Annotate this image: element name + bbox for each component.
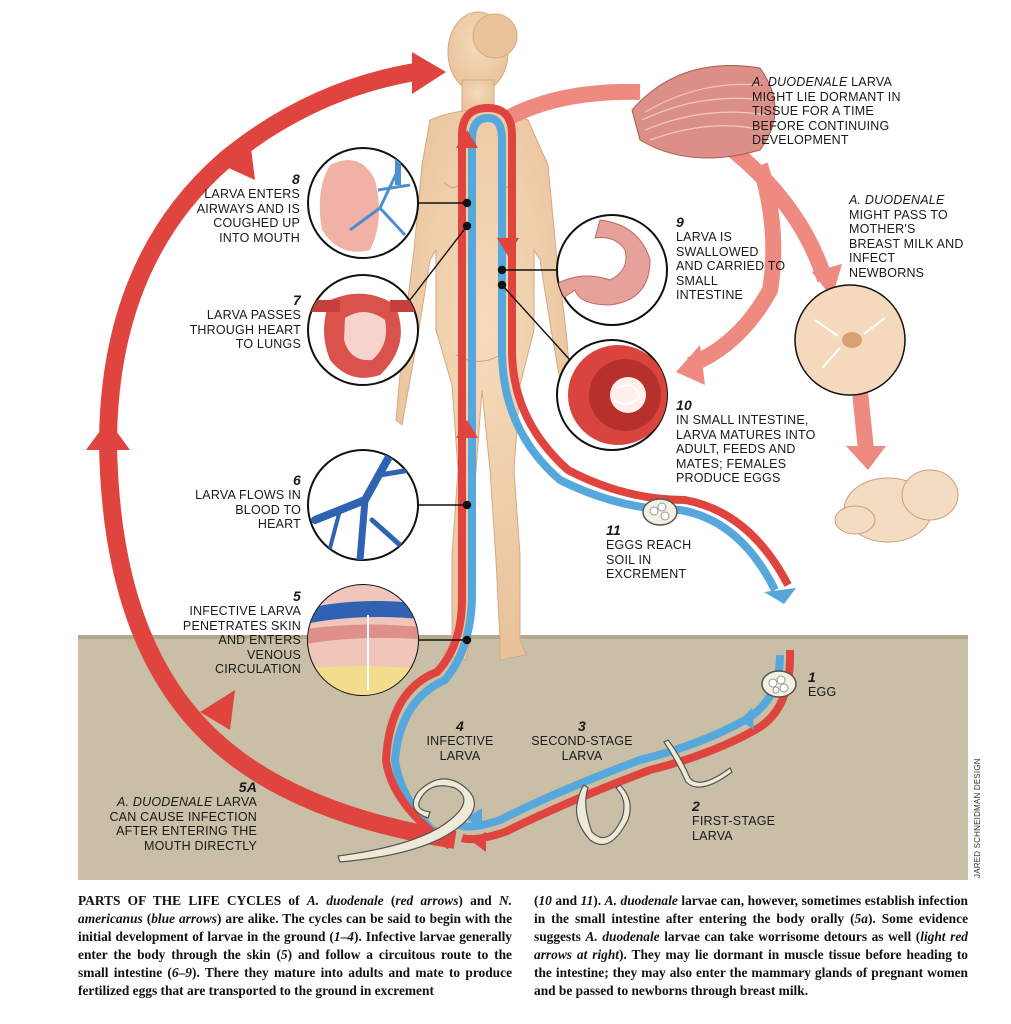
step-9-text: LARVA IS SWALLOWED AND CARRIED TO SMALL … (676, 230, 786, 302)
step-5a-label: 5a A. DUODENALE LARVA CAN CAUSE INFECTIO… (92, 779, 257, 853)
caption-species: A. duodenale (604, 893, 678, 908)
step-1-text: EGG (808, 685, 837, 699)
step-3-text: SECOND-STAGE LARVA (531, 734, 633, 763)
caption-emph: blue arrows (151, 911, 217, 926)
inset-breast (794, 284, 906, 396)
step-10-label: 10 IN SMALL INTESTINE, LARVA MATURES INT… (676, 397, 836, 486)
breast-milk-species: A. DUODENALE (849, 193, 945, 207)
inset-heart (307, 274, 419, 386)
egg-icon (761, 670, 797, 698)
step-1-number: 1 (808, 669, 816, 685)
step-11-label: 11 EGGS REACH SOIL IN EXCREMENT (606, 522, 706, 582)
step-7-number: 7 (293, 292, 301, 308)
step-5a-text: LARVA CAN CAUSE INFECTION AFTER ENTERING… (109, 795, 257, 853)
first-stage-larva-icon (663, 739, 733, 788)
step-10-text: IN SMALL INTESTINE, LARVA MATURES INTO A… (676, 413, 816, 485)
muscle-tissue-icon (631, 65, 776, 159)
caption-species: A. duodenale (585, 929, 660, 944)
caption-ref: 5 (280, 947, 288, 962)
step-7-text: LARVA PASSES THROUGH HEART TO LUNGS (189, 308, 301, 351)
caption-column-2: (10 and 11). A. duodenale larvae can, ho… (534, 892, 968, 1000)
step-6-label: 6 LARVA FLOWS IN BLOOD TO HEART (195, 472, 301, 532)
step-4-label: 4 INFECTIVE LARVA (412, 718, 508, 763)
step-8-text: LARVA ENTERS AIRWAYS AND IS COUGHED UP I… (196, 187, 300, 245)
caption-ref: 5a (854, 911, 868, 926)
caption-text: ( (534, 893, 539, 908)
step-6-text: LARVA FLOWS IN BLOOD TO HEART (195, 488, 301, 531)
caption-text: larvae can, however, sometimes establish… (534, 893, 968, 926)
step-9-number: 9 (676, 214, 684, 230)
step-4-text: INFECTIVE LARVA (426, 734, 494, 763)
step-7-label: 7 LARVA PASSES THROUGH HEART TO LUNGS (175, 292, 301, 352)
dormant-species: A. DUODENALE (752, 75, 848, 89)
human-figure (395, 11, 575, 661)
second-stage-larva-icon (575, 784, 631, 845)
infective-larva-icon (337, 778, 476, 863)
caption-text: ( (383, 893, 396, 908)
caption-text: ). Some evidence suggests (534, 911, 969, 944)
step-5a-number: 5a (238, 779, 257, 795)
inset-lung (307, 147, 419, 259)
caption-ref: 1–4 (333, 929, 354, 944)
inset-intestine (556, 339, 668, 451)
step-6-number: 6 (293, 472, 301, 488)
breast-milk-label: A. DUODENALE MIGHT PASS TO MOTHER'S BREA… (849, 193, 969, 280)
step-5-text: INFECTIVE LARVA PENETRATES SKIN AND ENTE… (182, 604, 301, 676)
caption-text: ) are alike. The cycles can be said to b… (78, 911, 513, 944)
caption-text: ). Infective larvae generally enter the … (78, 929, 513, 962)
caption-emph: light red arrows at right (534, 929, 968, 962)
inset-skin (307, 584, 419, 696)
step-10-number: 10 (676, 397, 692, 413)
step-3-label: 3 SECOND-STAGE LARVA (522, 718, 642, 763)
breast-milk-text: MIGHT PASS TO MOTHER'S BREAST MILK AND I… (849, 207, 964, 280)
step-11-text: EGGS REACH SOIL IN EXCREMENT (606, 538, 692, 581)
caption-emph: red arrows (395, 893, 459, 908)
credit-line: JARED SCHNEIDMAN DESIGN (973, 758, 982, 878)
caption-text: ( (142, 911, 152, 926)
caption-text: ). They may lie dormant in muscle tissue… (534, 947, 968, 998)
caption-text: ). (593, 893, 605, 908)
step-2-label: 2 FIRST-STAGE LARVA (692, 798, 792, 843)
step-11-number: 11 (606, 522, 621, 538)
step-2-number: 2 (692, 798, 700, 814)
red-loop-arrow (98, 63, 457, 849)
dormant-label: A. DUODENALE LARVA MIGHT LIE DORMANT IN … (752, 75, 912, 148)
step-8-number: 8 (292, 171, 300, 187)
caption-text: larvae can take worrisome detours as wel… (659, 929, 921, 944)
step-3-number: 3 (578, 718, 586, 734)
dormant-text: LARVA MIGHT LIE DORMANT IN TISSUE FOR A … (752, 75, 901, 147)
caption-ref: 10 (538, 893, 552, 908)
caption-text: PARTS OF THE LIFE CYCLES of (78, 893, 307, 908)
inset-stomach (556, 214, 668, 326)
egg-icon-excrement (642, 498, 678, 526)
inset-vein (307, 449, 419, 561)
step-5-label: 5 INFECTIVE LARVA PENETRATES SKIN AND EN… (168, 588, 301, 677)
step-4-number: 4 (456, 718, 464, 734)
caption-species: N. americanus (78, 893, 513, 926)
step-1-label: 1 EGG (808, 669, 868, 700)
caption-column-1: PARTS OF THE LIFE CYCLES of A. duodenale… (78, 892, 512, 1000)
caption-text: ) and (458, 893, 499, 908)
step-2-text: FIRST-STAGE LARVA (692, 814, 776, 843)
caption-text: ). There they mature into adults and mat… (78, 965, 513, 998)
caption-text: ) and follow a circuitous route to the s… (78, 947, 512, 980)
step-8-label: 8 LARVA ENTERS AIRWAYS AND IS COUGHED UP… (190, 171, 300, 245)
newborn-icon (834, 469, 959, 543)
step-9-label: 9 LARVA IS SWALLOWED AND CARRIED TO SMAL… (676, 214, 786, 303)
step-5-number: 5 (293, 588, 301, 604)
caption-ref: 6–9 (171, 965, 192, 980)
caption-text: and (551, 893, 581, 908)
caption-species: A. duodenale (306, 893, 384, 908)
step-5a-species: A. DUODENALE (117, 795, 213, 809)
caption-ref: 11 (580, 893, 594, 908)
